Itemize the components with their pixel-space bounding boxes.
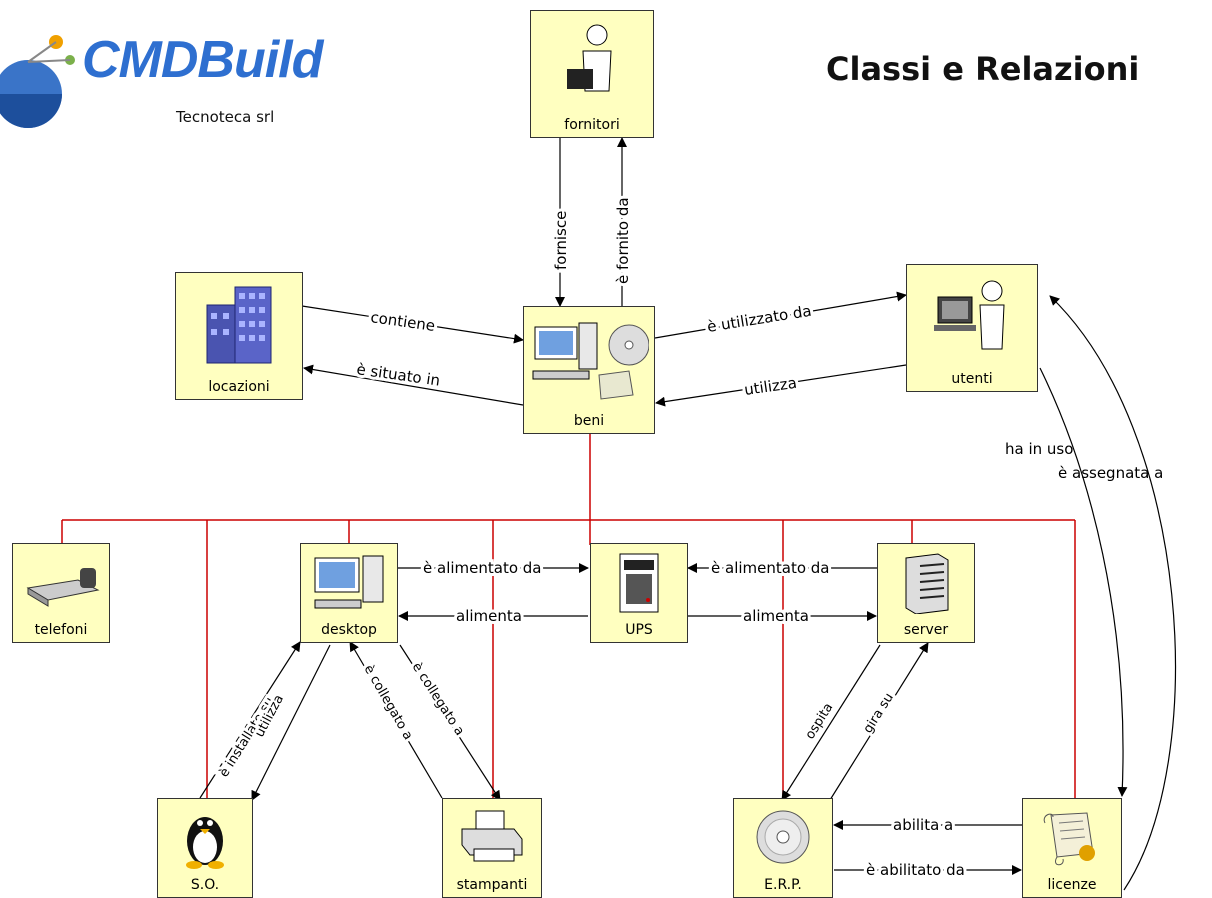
node-desktop[interactable]: desktop: [300, 543, 398, 643]
label-desktop-alimenta: alimenta: [456, 607, 522, 625]
rel-ha-in-uso-line: [1039, 367, 1128, 797]
node-label: S.O.: [190, 877, 220, 893]
telephone-icon: [26, 568, 100, 607]
label-utilizza: utilizza: [743, 374, 798, 399]
cmdbuild-logo-icon: [0, 35, 75, 128]
node-telefoni[interactable]: telefoni: [12, 543, 110, 643]
penguin-os-icon: [186, 817, 224, 869]
node-label: beni: [573, 413, 605, 429]
rel-installato-line: [199, 641, 301, 799]
node-label: fornitori: [564, 117, 620, 133]
node-label: server: [903, 622, 949, 638]
printer-icon: [461, 810, 523, 862]
node-label: UPS: [625, 622, 653, 638]
label-abilita-a: abilita a: [893, 816, 953, 834]
label-e-collegato-a-2: è collegato a: [409, 660, 467, 738]
brand-name: CMDBuild: [82, 31, 323, 89]
node-locazioni[interactable]: locazioni: [175, 272, 303, 400]
server-rack-icon: [905, 553, 949, 614]
ups-device-icon: [619, 553, 659, 613]
license-scroll-icon: [1043, 812, 1095, 866]
node-ups[interactable]: UPS: [590, 543, 688, 643]
node-erp[interactable]: E.R.P.: [733, 798, 833, 898]
label-server-alimentato: è alimentato da: [711, 559, 829, 577]
node-beni[interactable]: beni: [523, 306, 655, 434]
supplier-person-icon: [567, 24, 612, 92]
desktop-computer-icon: [314, 555, 384, 609]
rel-contiene-line: [301, 305, 524, 344]
rel-utilizzato-line: [654, 291, 907, 339]
user-computer-icon: [934, 280, 1005, 350]
hierarchy-lines: [61, 432, 1076, 800]
node-label: stampanti: [456, 877, 528, 893]
label-e-assegnata-a: è assegnata a: [1058, 464, 1163, 482]
node-label: desktop: [321, 622, 377, 638]
label-e-fornito-da: è fornito da: [614, 197, 632, 284]
rel-ospita-line: [781, 644, 881, 801]
node-server[interactable]: server: [877, 543, 975, 643]
node-stampanti[interactable]: stampanti: [442, 798, 542, 898]
label-contiene: contiene: [369, 308, 436, 335]
node-label: telefoni: [34, 622, 88, 638]
company-name: Tecnoteca srl: [176, 108, 275, 126]
label-desktop-alimentato: è alimentato da: [423, 559, 541, 577]
node-utenti[interactable]: utenti: [906, 264, 1038, 392]
rel-collegato1-line: [349, 641, 443, 799]
label-gira-su: gira su: [861, 691, 897, 737]
label-e-utilizzato-da: è utilizzato da: [706, 302, 813, 336]
node-licenze[interactable]: licenze: [1022, 798, 1122, 898]
computer-assets-icon: [532, 322, 649, 400]
building-icon: [206, 286, 272, 364]
rel-so-utilizza-line: [251, 644, 331, 801]
rel-assegnata-line: [1049, 295, 1176, 891]
node-fornitori[interactable]: fornitori: [530, 10, 654, 138]
label-e-situato-in: è situato in: [355, 360, 441, 390]
node-so[interactable]: S.O.: [157, 798, 253, 898]
page-title: Classi e Relazioni: [826, 50, 1140, 88]
label-e-abilitato-da: è abilitato da: [866, 861, 965, 879]
label-server-alimenta: alimenta: [743, 607, 809, 625]
rel-situato-line: [303, 364, 524, 406]
rel-gira-su-line: [829, 642, 929, 801]
rel-collegato2-line: [399, 644, 501, 801]
node-label: licenze: [1047, 877, 1097, 893]
cd-disc-icon: [756, 810, 810, 864]
node-label: utenti: [951, 371, 993, 387]
label-e-collegato-a-1: è collegato a: [361, 663, 416, 743]
label-fornisce: fornisce: [552, 211, 570, 270]
rel-utilizza-line: [655, 364, 907, 407]
label-ha-in-uso: ha in uso: [1005, 440, 1073, 458]
node-label: locazioni: [208, 379, 270, 395]
node-label: E.R.P.: [764, 877, 802, 893]
